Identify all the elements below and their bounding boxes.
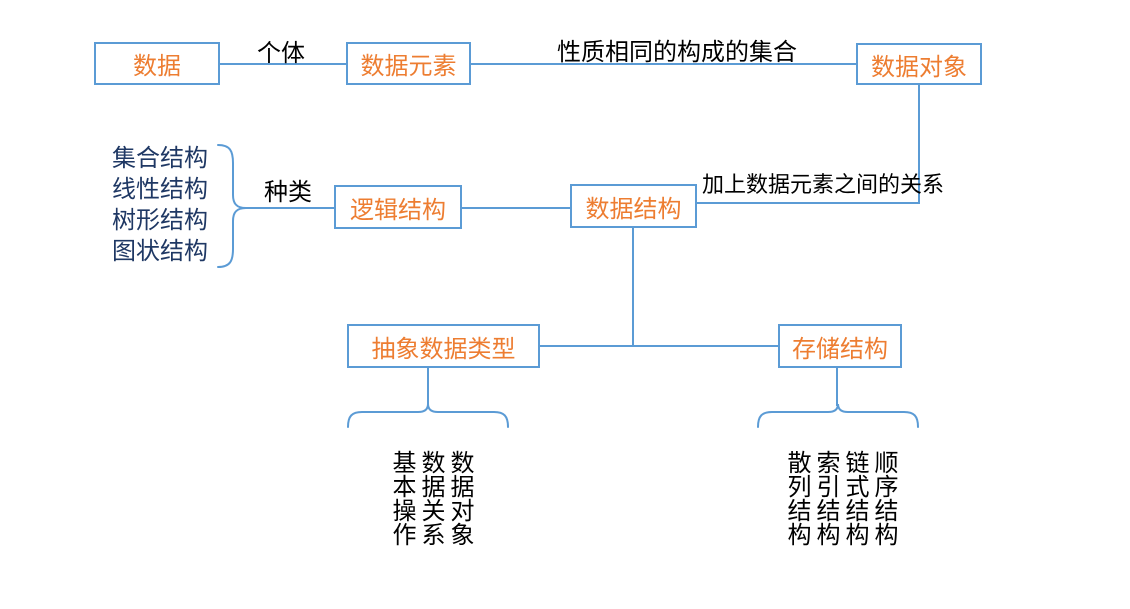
list-item: 集合结构 <box>112 145 208 172</box>
adt-component-column: 数据关系 <box>417 450 444 546</box>
connector-storage-stem <box>836 366 838 406</box>
adt-component-column: 基本操作 <box>388 450 415 546</box>
list-item: 图状结构 <box>112 238 208 265</box>
storage-kind-column: 索引结构 <box>812 450 839 546</box>
connector-adt-to-storage <box>539 345 779 347</box>
connector-element-to-object <box>470 63 857 65</box>
label-same-property-set: 性质相同的构成的集合 <box>557 39 797 66</box>
connector-data-to-element <box>219 63 347 65</box>
kinds-brace-icon <box>217 144 247 268</box>
logical-kinds-list: 集合结构 线性结构 树形结构 图状结构 <box>112 143 208 267</box>
storage-kind-column: 顺序结构 <box>870 450 897 546</box>
node-abstract-data-type[interactable]: 抽象数据类型 <box>347 324 540 368</box>
connector-logical-to-structure <box>461 207 571 209</box>
adt-components-columns: 基本操作 数据关系 数据对象 <box>388 450 473 546</box>
list-item: 树形结构 <box>112 207 208 234</box>
node-storage-structure[interactable]: 存储结构 <box>778 324 902 368</box>
node-data[interactable]: 数据 <box>94 42 220 85</box>
storage-kind-column: 链式结构 <box>841 450 868 546</box>
adt-component-column: 数据对象 <box>446 450 473 546</box>
label-plus-relations: 加上数据元素之间的关系 <box>702 172 945 197</box>
label-individual: 个体 <box>257 40 305 67</box>
connector-adt-stem <box>427 366 429 406</box>
connector-object-down <box>918 84 920 204</box>
node-data-structure[interactable]: 数据结构 <box>570 184 697 228</box>
storage-brace-icon <box>757 403 919 428</box>
list-item: 线性结构 <box>112 176 208 203</box>
connector-brace-to-logical <box>244 207 336 209</box>
node-data-element[interactable]: 数据元素 <box>346 42 471 85</box>
connector-structure-to-object <box>697 202 920 204</box>
storage-kinds-columns: 散列结构 索引结构 链式结构 顺序结构 <box>783 450 897 546</box>
connector-structure-down <box>632 227 634 347</box>
node-data-object[interactable]: 数据对象 <box>856 43 982 85</box>
adt-brace-icon <box>347 403 509 428</box>
node-logical-structure[interactable]: 逻辑结构 <box>334 185 462 229</box>
label-kinds: 种类 <box>264 179 312 206</box>
storage-kind-column: 散列结构 <box>783 450 810 546</box>
